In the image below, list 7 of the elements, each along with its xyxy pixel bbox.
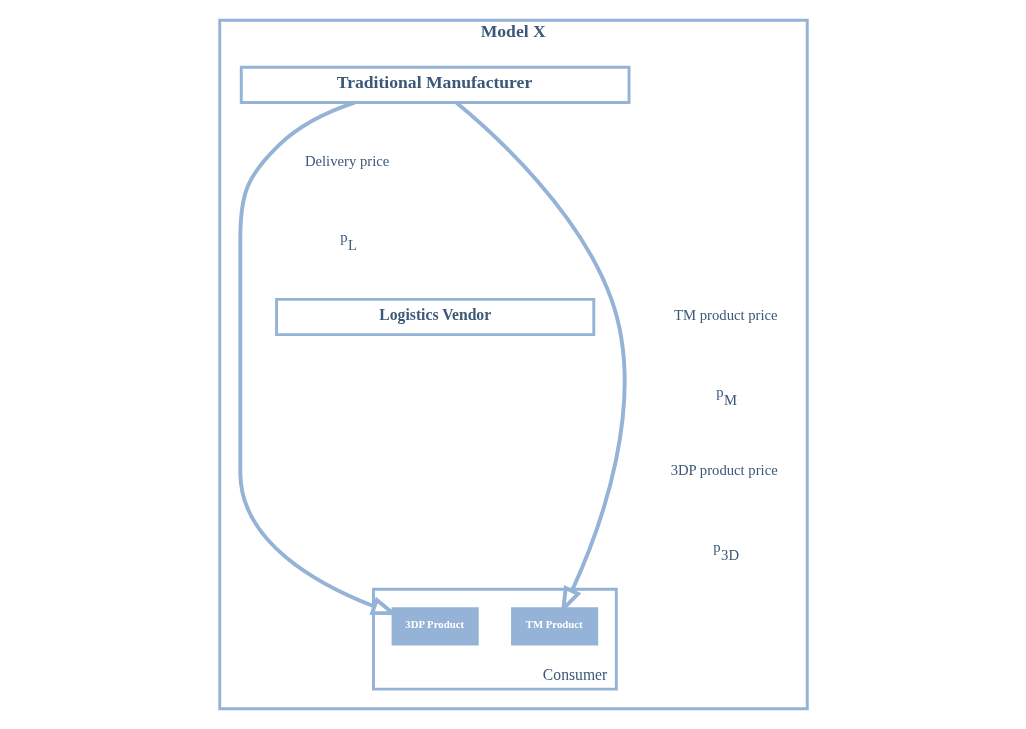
node-box: TM Product xyxy=(510,607,598,646)
label: TM product price xyxy=(673,307,778,324)
label: Delivery price xyxy=(304,152,389,169)
node-box: Logistics Vendor xyxy=(274,297,595,337)
node-box: 3DP Product xyxy=(391,607,479,646)
node-box: Traditional Manufacturer xyxy=(239,65,630,105)
label: 3DP product price xyxy=(670,462,778,479)
